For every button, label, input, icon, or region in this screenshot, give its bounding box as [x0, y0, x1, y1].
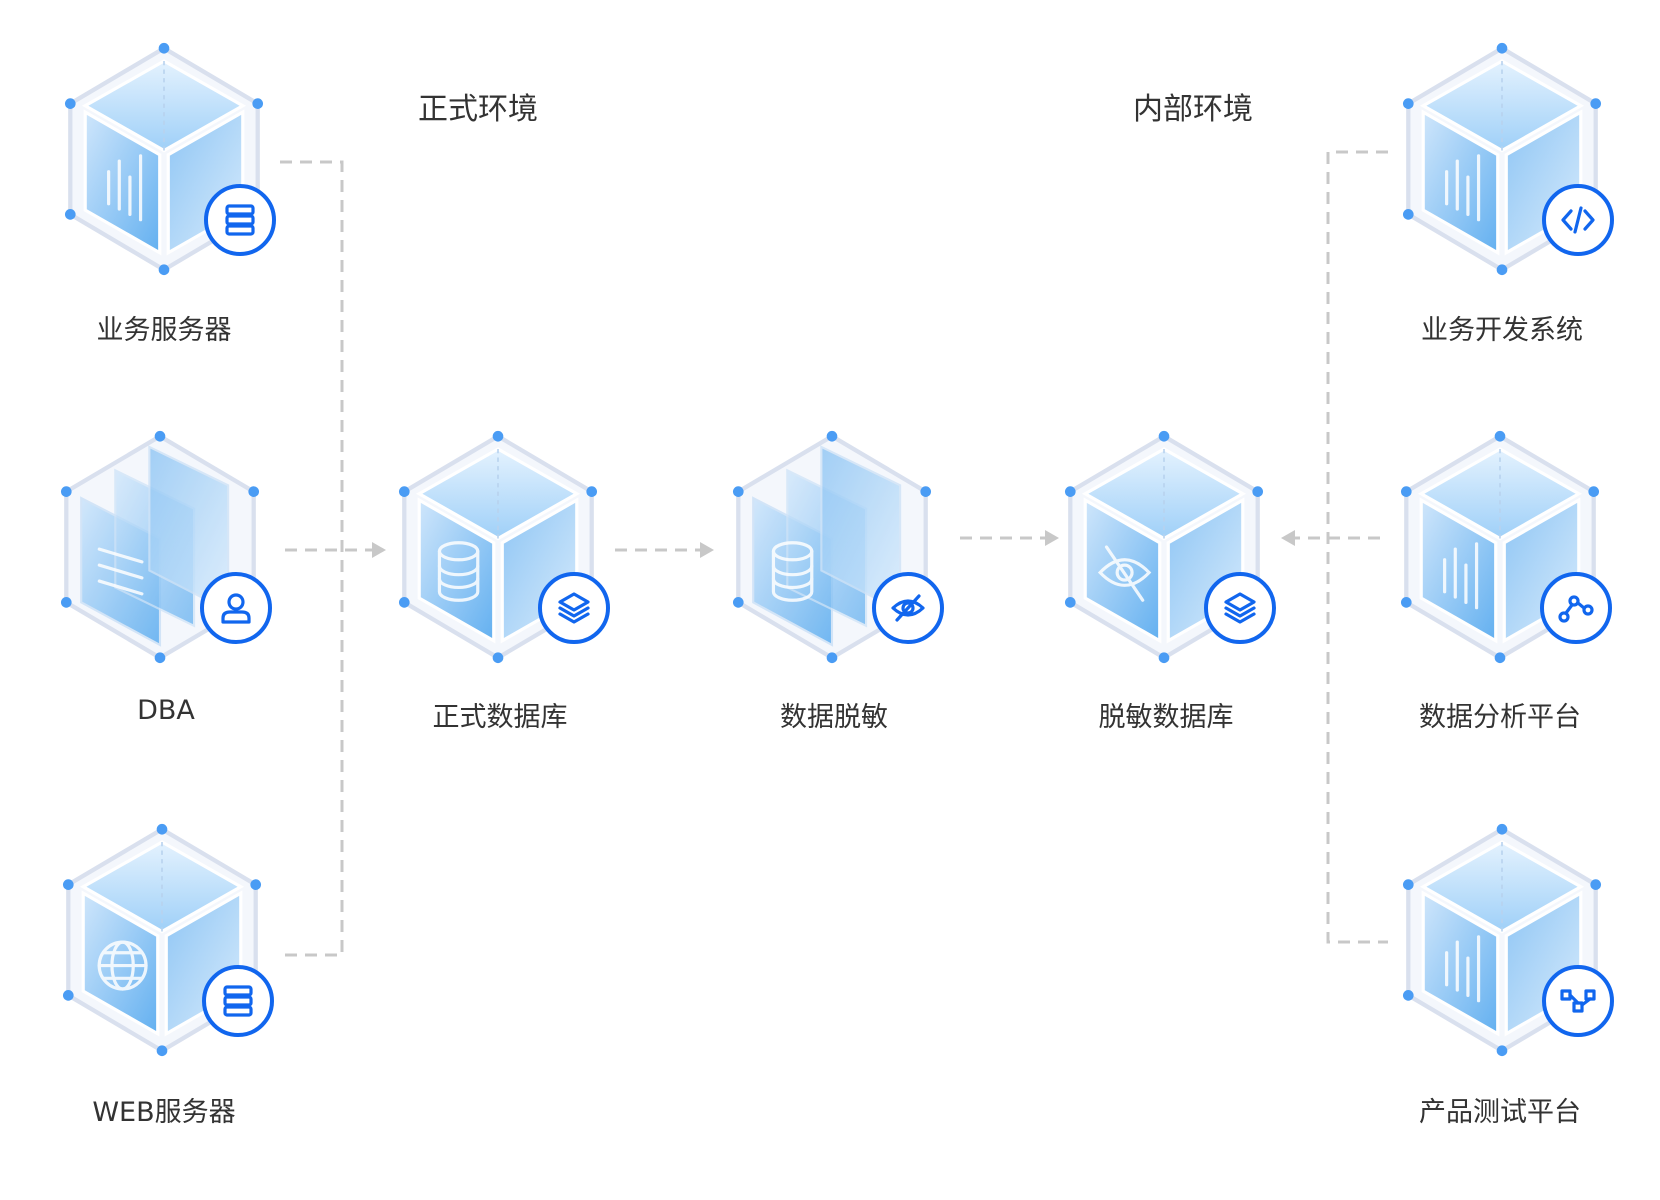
- server-stack-icon: [202, 965, 274, 1037]
- eye-off-icon: [872, 572, 944, 644]
- globe-icon: [97, 940, 148, 991]
- arrow-to-production-db: [372, 542, 386, 558]
- node-label-data-analysis: 数据分析平台: [1419, 702, 1581, 733]
- database-icon: [437, 541, 480, 602]
- flow-icon: [1542, 965, 1614, 1037]
- arrow-to-masking: [700, 542, 714, 558]
- node-label-business-server: 业务服务器: [96, 315, 232, 346]
- text-lines-icon: [97, 547, 144, 596]
- node-data-masking: [732, 430, 944, 664]
- node-label-data-masking: 数据脱敏: [780, 702, 888, 733]
- node-label-production-db: 正式数据库: [432, 702, 568, 733]
- node-product-test: [1402, 823, 1614, 1057]
- node-business-dev: [1402, 42, 1614, 276]
- node-label-product-test: 产品测试平台: [1419, 1097, 1581, 1128]
- node-production-db: [398, 430, 610, 664]
- heading-production-env: 正式环境: [418, 92, 538, 127]
- eye-off-icon: [1097, 545, 1152, 602]
- connector-internal-bus: [1326, 150, 1388, 944]
- chart-bars-icon: [1445, 935, 1481, 1003]
- node-web-server: [62, 823, 274, 1057]
- chart-bars-icon: [1445, 154, 1481, 222]
- cube-graphic: [62, 823, 262, 1057]
- node-business-server: [64, 42, 276, 276]
- code-icon: [1542, 184, 1614, 256]
- user-icon: [200, 572, 272, 644]
- node-label-business-dev: 业务开发系统: [1421, 315, 1583, 346]
- heading-internal-env: 内部环境: [1133, 92, 1253, 127]
- node-label-masked-db: 脱敏数据库: [1098, 702, 1234, 733]
- server-stack-icon: [204, 184, 276, 256]
- cube-graphic: [732, 430, 932, 664]
- layers-icon: [1204, 572, 1276, 644]
- database-icon: [771, 541, 814, 602]
- cube-graphic: [60, 430, 260, 664]
- chart-bars-icon: [107, 154, 143, 222]
- node-data-analysis: [1400, 430, 1612, 664]
- connector-business-server: [280, 160, 344, 957]
- line-graph-icon: [1540, 572, 1612, 644]
- chart-bars-icon: [1443, 542, 1479, 610]
- arrow-to-masked-db: [1045, 530, 1059, 546]
- node-label-web-server: WEB服务器: [92, 1097, 236, 1128]
- arrow-from-internal: [1281, 530, 1295, 546]
- node-label-dba: DBA: [137, 695, 195, 726]
- layers-icon: [538, 572, 610, 644]
- node-masked-db: [1064, 430, 1276, 664]
- node-dba: [60, 430, 272, 664]
